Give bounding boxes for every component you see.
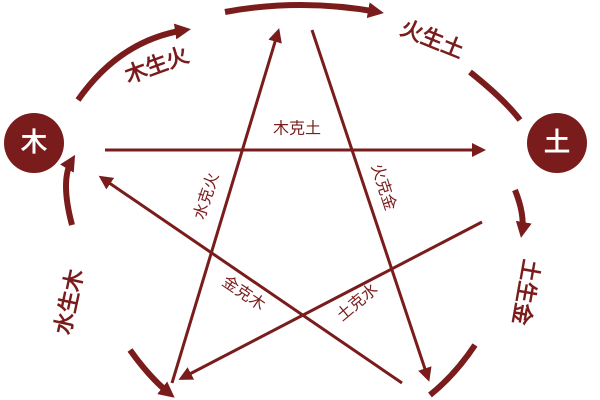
arc-earth-to-metal <box>512 188 532 238</box>
element-wood-circle <box>4 113 64 173</box>
element-earth-char: 土 <box>544 128 570 158</box>
arc-fire-to-earth <box>468 69 523 122</box>
element-earth-circle <box>527 113 587 173</box>
arc-water-to-wood <box>59 154 76 226</box>
label-wood-controls-earth: 木克土 <box>273 119 321 138</box>
label-fire-controls-metal: 火克金 <box>368 161 401 213</box>
label-fire-generates-earth: 火生土 <box>397 16 468 64</box>
arc-top <box>224 2 384 19</box>
label-bg-wood-controls-earth <box>262 117 332 139</box>
arc-bottom-left <box>127 348 175 398</box>
line-metal-controls-wood <box>98 175 403 385</box>
label-metal-controls-wood: 金克木 <box>219 272 269 315</box>
label-water-generates-wood: 水生木 <box>51 266 89 337</box>
line-fire-controls-metal <box>310 29 432 382</box>
label-water-controls-fire: 水克火 <box>190 170 223 222</box>
element-earth: 土 <box>527 113 587 173</box>
element-wood-char: 木 <box>20 128 47 158</box>
arc-wood-to-fire <box>75 23 191 102</box>
line-earth-controls-water <box>178 220 483 380</box>
line-water-controls-fire <box>170 28 282 384</box>
arc-metal-to-bottom <box>428 343 478 398</box>
element-wood: 木 <box>4 113 64 173</box>
label-earth-generates-metal: 土生金 <box>507 257 544 327</box>
